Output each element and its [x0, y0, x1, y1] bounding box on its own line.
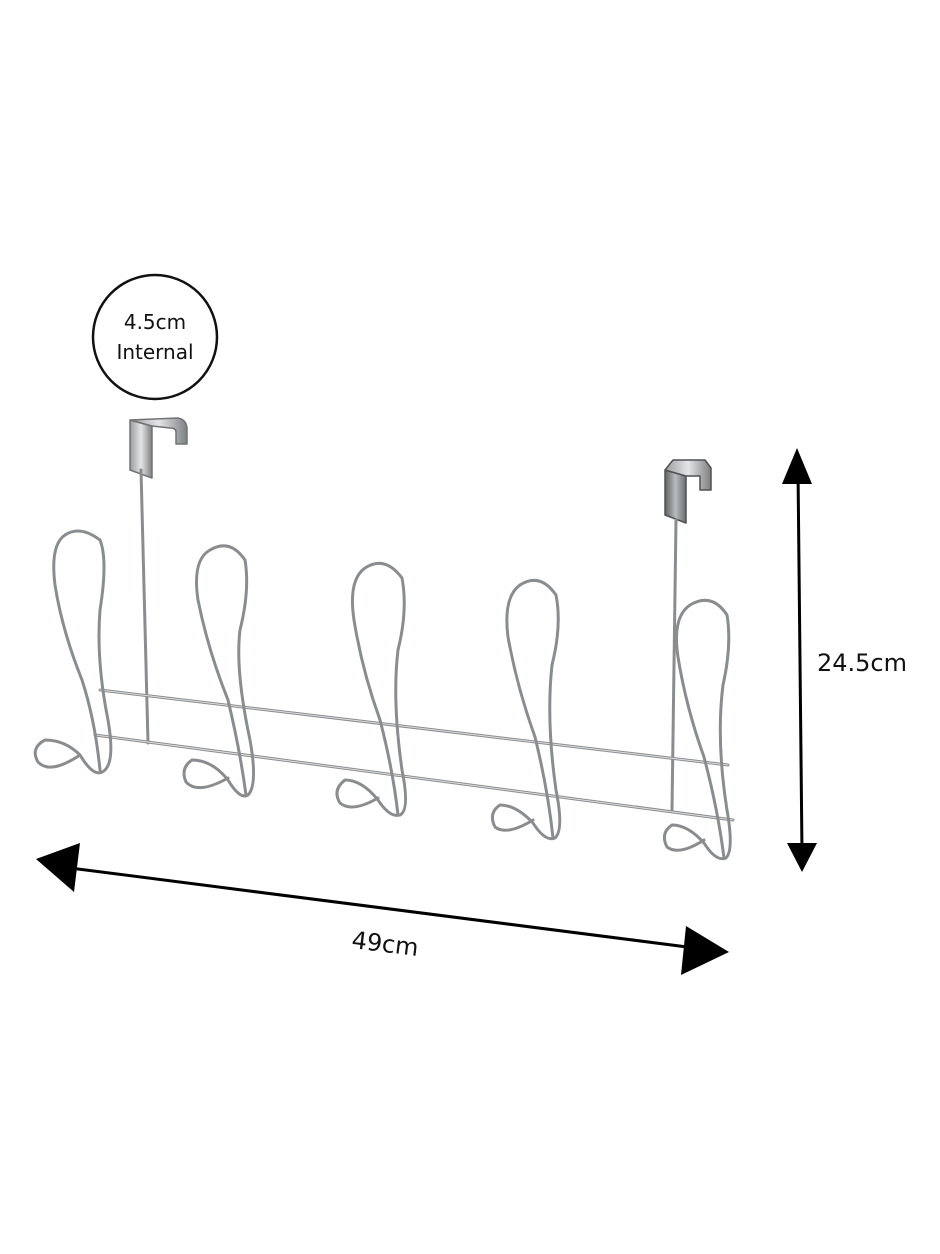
hook-5 [662, 598, 732, 861]
badge-size-text: 4.5cm [124, 310, 186, 334]
width-arrow-right-icon [681, 926, 729, 975]
badge-circle [91, 273, 219, 401]
over-door-hook-rack [33, 417, 735, 861]
height-arrow-up-icon [782, 448, 812, 484]
door-clip-left [129, 417, 188, 479]
width-label: 49cm [350, 926, 420, 962]
height-arrow-down-icon [787, 843, 817, 872]
horizontal-rails [93, 688, 735, 822]
height-arrow-line [796, 469, 804, 853]
width-arrow-left-icon [36, 843, 80, 892]
height-dimension: 24.5cm [782, 448, 907, 872]
hook-3 [335, 561, 407, 817]
internal-size-badge: 4.5cm Internal [91, 273, 219, 401]
hook-1 [33, 529, 113, 775]
door-clip-right [664, 459, 712, 524]
hook-2 [182, 544, 255, 798]
width-dimension: 49cm [36, 843, 729, 975]
hook-4 [490, 578, 562, 841]
badge-label-text: Internal [116, 340, 193, 364]
width-arrow-line [69, 866, 696, 950]
height-label: 24.5cm [817, 649, 907, 677]
hanger-rods [139, 468, 678, 812]
